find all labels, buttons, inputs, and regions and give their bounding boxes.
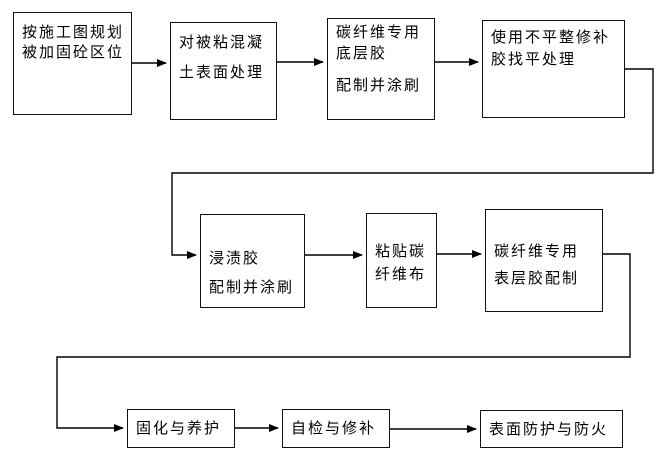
box-text-line: 碳纤维专用: [336, 23, 422, 41]
box-text-line: 胶找平处理: [491, 50, 577, 68]
connector-leveling-to-impregnate: [171, 68, 654, 259]
box-text-line: 底层胶: [336, 44, 388, 62]
box-text-line: 配制并涂刷: [336, 76, 422, 94]
box-text-line: 表层胶配制: [494, 269, 580, 287]
box-surface-fire-protection: 表面防护与防火: [480, 410, 623, 448]
connector-topcoat-to-curing: [56, 253, 631, 432]
box-text-line: 配制并涂刷: [209, 278, 295, 296]
box-text-line: 碳纤维专用: [494, 242, 580, 260]
box-text-line: 粘贴碳: [375, 242, 427, 260]
box-text-line: 固化与养护: [136, 419, 222, 437]
box-plan-reinforcement-area: 按施工图规划 被加固砼区位: [13, 12, 132, 115]
box-topcoat-adhesive: 碳纤维专用 表层胶配制: [485, 209, 603, 312]
box-text-line: 浸渍胶: [209, 249, 261, 267]
box-text-line: 按施工图规划: [22, 23, 125, 41]
box-text-line: 对被粘混凝: [179, 33, 265, 51]
box-text-line: 自检与修补: [291, 419, 377, 437]
box-text-line: 使用不平整修补: [491, 28, 611, 46]
box-leveling-repair-adhesive: 使用不平整修补 胶找平处理: [482, 20, 625, 118]
box-text-line: 纤维布: [375, 265, 427, 283]
box-concrete-surface-treatment: 对被粘混凝 土表面处理: [170, 22, 277, 120]
box-paste-carbon-fiber-cloth: 粘贴碳 纤维布: [366, 213, 437, 308]
box-primer-adhesive: 碳纤维专用 底层胶 配制并涂刷: [327, 18, 435, 120]
box-text-line: 土表面处理: [179, 63, 265, 81]
box-text-line: 表面防护与防火: [489, 419, 609, 438]
box-impregnating-adhesive: 浸渍胶 配制并涂刷: [200, 214, 305, 308]
box-curing-maintenance: 固化与养护: [127, 409, 235, 448]
box-self-inspection-repair: 自检与修补: [282, 409, 390, 448]
box-text-line: 被加固砼区位: [22, 43, 125, 61]
